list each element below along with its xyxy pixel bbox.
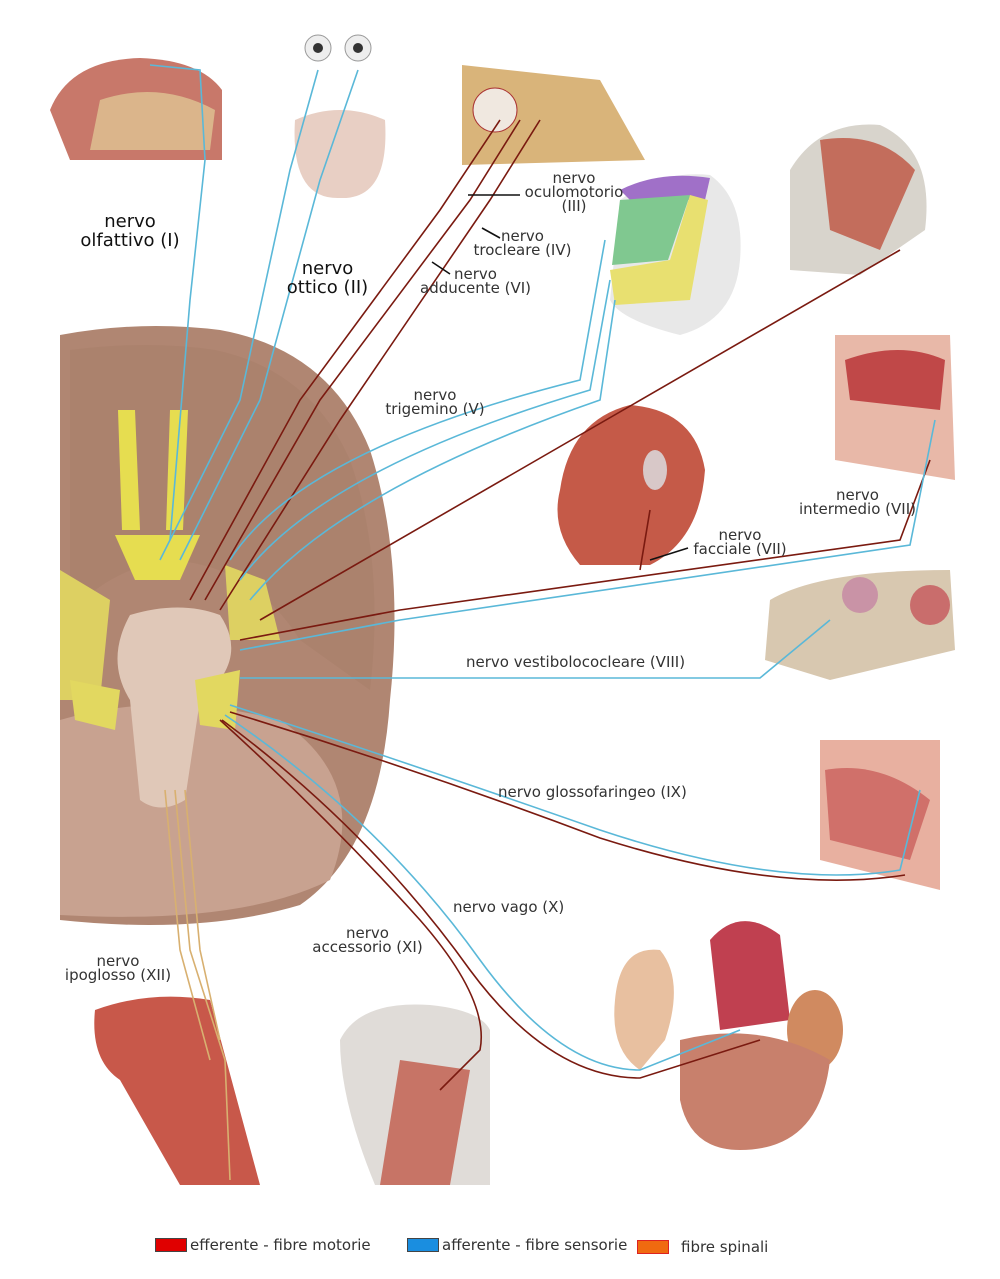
- leader-abducens: [431, 261, 451, 275]
- leader-trochlear: [481, 227, 501, 239]
- nerve-accessory: [219, 719, 482, 1091]
- label-line: nervo: [836, 486, 879, 504]
- nerve-trigeminal-motor: [259, 249, 901, 621]
- label-line: facciale (VII): [693, 540, 787, 558]
- nerve-hypoglossal: [164, 789, 231, 1181]
- inner-ear-illustration: [765, 570, 955, 680]
- eyes-illustration: [294, 34, 386, 199]
- leader-facial: [649, 547, 689, 561]
- label-line: (III): [561, 197, 587, 215]
- label-line: nervo: [413, 386, 457, 404]
- label-vagus: nervo vago (X): [453, 898, 565, 916]
- label-line: nervo: [301, 258, 354, 279]
- optic-chiasm: [115, 535, 200, 580]
- legend-swatch-motor: [155, 1238, 187, 1252]
- label-line: adducente (VI): [420, 279, 531, 297]
- facial-muscles-illustration: [557, 405, 705, 565]
- nerve-oculomotor: [189, 119, 501, 601]
- label-glossopharyngeal: nervo glossofaringeo (IX): [498, 783, 687, 801]
- label-line: nervo: [718, 526, 762, 544]
- nerve-optic: [159, 69, 359, 561]
- olfactory-bulb-right: [166, 410, 188, 530]
- label-vestibulocochlear: nervo vestibolococleare (VIII): [466, 653, 686, 671]
- nerve-vagus-motor: [221, 719, 761, 1079]
- label-line: ottico (II): [286, 277, 369, 298]
- nerve-trigeminal: [229, 239, 616, 601]
- label-line: nervo: [454, 265, 497, 283]
- legend-label: afferente - fibre sensorie: [442, 1236, 628, 1254]
- label-line: trigemino (V): [385, 400, 485, 418]
- nerve-vagus: [224, 714, 741, 1071]
- label-line: nervo: [346, 924, 389, 942]
- label-line: ipoglosso (XII): [64, 966, 172, 984]
- label-line: nervo: [552, 169, 596, 187]
- cerebellum: [60, 705, 343, 917]
- nerve-intermediate: [239, 419, 936, 651]
- legend-swatch-spinal: [637, 1240, 669, 1254]
- legend-label: efferente - fibre motorie: [190, 1236, 371, 1254]
- nerve-vestibulocochlear: [240, 619, 831, 679]
- brainstem: [117, 607, 232, 808]
- label-line: nervo: [96, 952, 140, 970]
- label-line: nervo: [104, 211, 156, 232]
- nerve-facial: [239, 459, 931, 641]
- nerve-glossopharyngeal: [229, 704, 921, 876]
- label-line: intermedio (VII): [799, 500, 916, 518]
- label-line: oculomotorio: [524, 183, 624, 201]
- nerve-glossopharyngeal-motor: [229, 711, 906, 881]
- label-line: nervo: [501, 227, 544, 245]
- label-line: accessorio (XI): [312, 938, 423, 956]
- brain-base: [60, 326, 395, 925]
- nerve-abducens: [219, 119, 541, 611]
- label-line: olfattivo (I): [80, 230, 180, 251]
- legend-spinal: fibre spinali: [637, 1238, 768, 1256]
- label-line: trocleare (IV): [473, 241, 572, 259]
- olfactory-bulb-left: [118, 410, 140, 530]
- nerve-trochlear: [204, 119, 521, 601]
- thoracic-abdominal-organs-illustration: [614, 921, 843, 1150]
- legend-label: fibre spinali: [681, 1238, 769, 1256]
- face-dermatomes-illustration: [610, 174, 741, 335]
- legend-sensory: afferente - fibre sensorie: [407, 1236, 627, 1254]
- nerve-olfactory: [149, 64, 206, 541]
- legend-motor: efferente - fibre motorie: [155, 1236, 371, 1254]
- legend-swatch-sensory: [407, 1238, 439, 1252]
- tongue-neck-illustration: [94, 996, 261, 1185]
